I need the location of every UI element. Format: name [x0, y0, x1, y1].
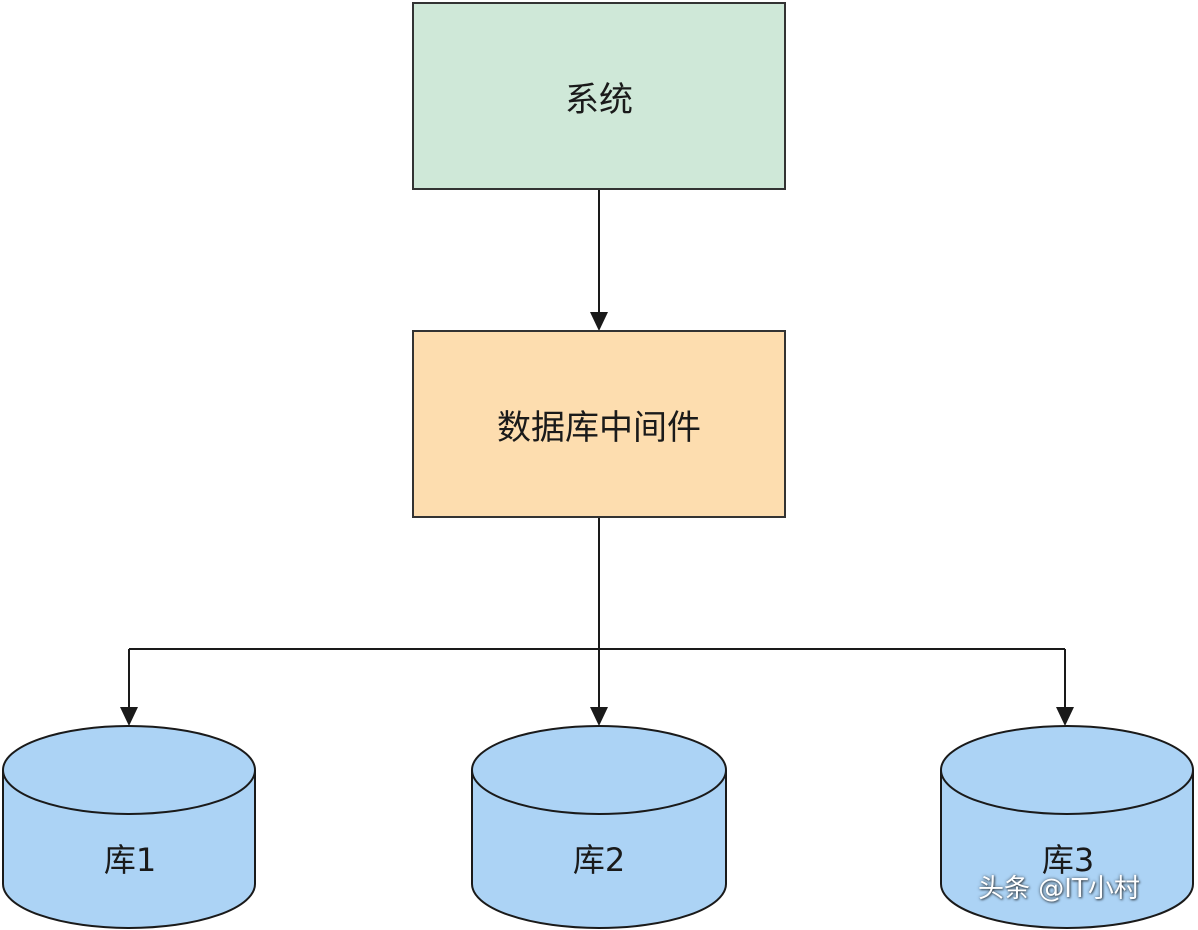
- database-label-3: 库3: [1041, 841, 1095, 879]
- database-label-2: 库2: [572, 841, 626, 879]
- arrowhead-db-1: [120, 707, 138, 726]
- arrowhead-db-3: [1056, 707, 1074, 726]
- database-cylinder-2: [471, 725, 727, 929]
- database-label-1: 库1: [103, 841, 157, 879]
- system-node: 系统: [412, 2, 786, 190]
- database-cylinder-1: [2, 725, 256, 929]
- watermark-text: 头条 @IT小村: [978, 874, 1140, 904]
- system-node-label: 系统: [565, 79, 633, 120]
- arrowhead-middleware: [590, 312, 608, 331]
- arrowhead-db-2: [590, 707, 608, 726]
- middleware-node-label: 数据库中间件: [497, 407, 701, 448]
- database-cylinder-3: [940, 725, 1194, 929]
- middleware-node: 数据库中间件: [412, 330, 786, 518]
